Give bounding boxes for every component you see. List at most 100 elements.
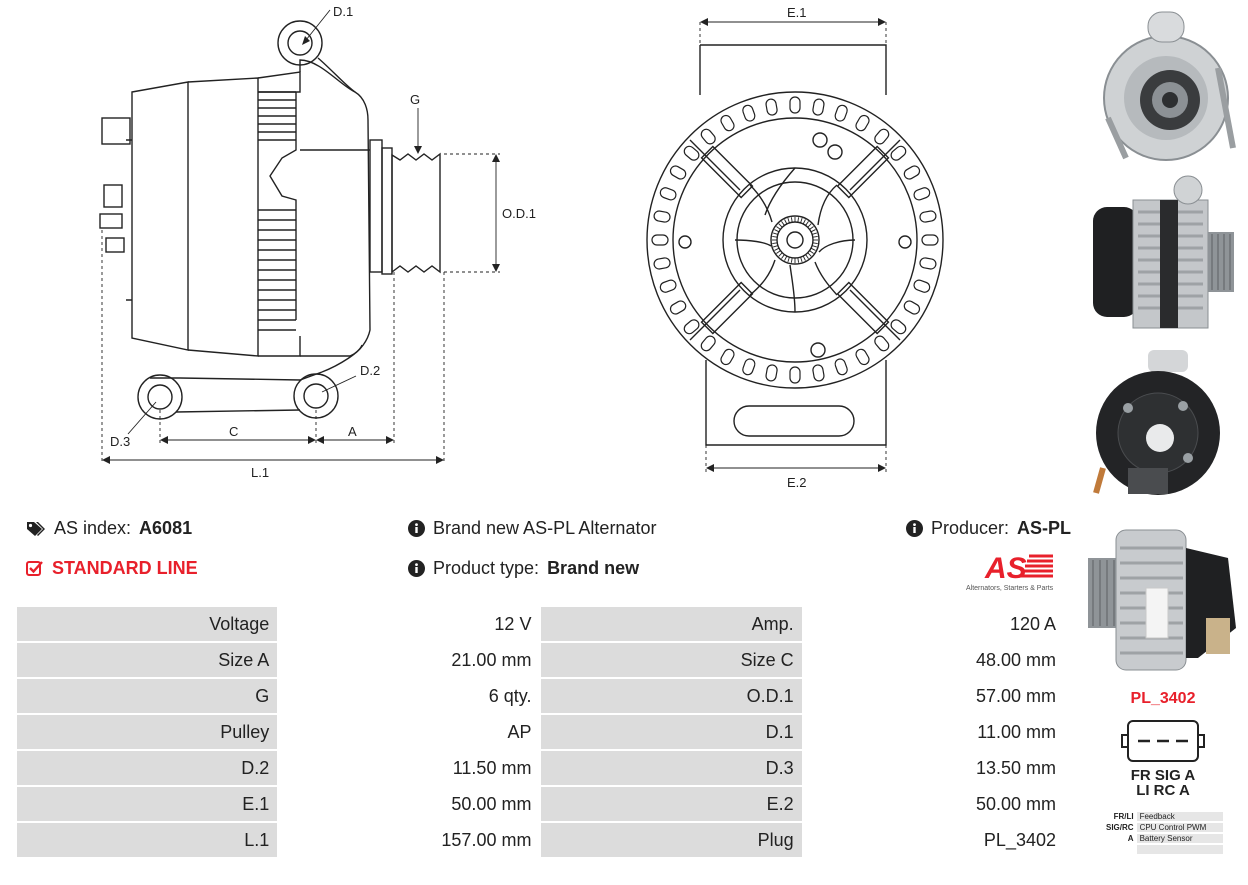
cooling-slot — [919, 257, 937, 270]
l1-label: L.1 — [251, 465, 269, 480]
spec-value: AP — [279, 715, 540, 749]
standard-line-badge: STANDARD LINE — [26, 558, 198, 579]
product-type-label: Product type: — [433, 558, 540, 578]
logo-tagline: Alternators, Starters & Parts — [966, 585, 1054, 592]
cooling-slot — [890, 145, 907, 161]
legend-desc: Battery Sensor — [1136, 834, 1223, 843]
cooling-slot — [890, 319, 907, 335]
cooling-slot — [742, 358, 756, 376]
cooling-slot — [919, 210, 937, 223]
cooling-slot — [700, 335, 716, 352]
gear-tooth — [778, 252, 783, 257]
gear-tooth — [772, 245, 779, 248]
cooling-slot — [765, 98, 778, 116]
info-icon — [408, 520, 425, 537]
cooling-slot — [765, 364, 778, 382]
cooling-slot — [834, 358, 848, 376]
cooling-slot — [659, 279, 677, 293]
spec-label: D.2 — [17, 751, 278, 785]
gear-tooth — [787, 217, 790, 224]
legend-row — [1103, 845, 1223, 854]
gear-tooth — [800, 217, 803, 224]
gear-tooth — [805, 221, 809, 226]
gear-tooth — [802, 255, 806, 261]
gear-tooth — [772, 235, 778, 238]
gear-tooth — [797, 217, 800, 223]
gear-tooth — [776, 250, 781, 254]
spec-value: 50.00 mm — [279, 787, 540, 821]
plug-pins-top: FR SIG A — [1130, 767, 1196, 784]
product-photo-front — [1103, 11, 1236, 161]
plug-title: PL_3402 — [1130, 690, 1196, 707]
spec-value: 21.00 mm — [279, 643, 540, 677]
gear-tooth — [772, 242, 778, 245]
spec-label: O.D.1 — [541, 679, 802, 713]
legend-key: SIG/RC — [1103, 823, 1137, 832]
gear-tooth — [809, 250, 814, 254]
cooling-slot — [653, 210, 671, 223]
cooling-slot — [720, 348, 735, 366]
gear-tooth — [810, 229, 816, 233]
info-icon — [408, 560, 425, 577]
d2-label: D.2 — [360, 363, 380, 378]
gear-tooth — [772, 232, 779, 235]
spec-value: 157.00 mm — [279, 823, 540, 857]
c-label: C — [229, 424, 238, 439]
brand-text: Brand new AS-PL Alternator — [433, 518, 657, 538]
d1-label: D.1 — [333, 4, 353, 19]
gear-tooth — [810, 247, 816, 251]
logo-text: AS — [984, 552, 1027, 585]
gear-tooth — [778, 223, 783, 228]
spec-label: L.1 — [17, 823, 278, 857]
producer-value: AS-PL — [1017, 518, 1072, 538]
cooling-slot — [812, 98, 825, 116]
gear-tooth — [790, 257, 793, 263]
d3-label: D.3 — [110, 434, 130, 449]
brand-info: Brand new AS-PL Alternator — [408, 518, 656, 539]
spec-value: 12 V — [279, 607, 540, 641]
cooling-slot — [874, 335, 890, 352]
cooling-slot — [913, 279, 931, 293]
legend-desc — [1136, 845, 1223, 854]
as-index-label: AS index: — [54, 518, 132, 538]
gear-tooth — [784, 255, 788, 261]
as-index-value: A6081 — [139, 518, 193, 538]
spec-label: E.2 — [541, 787, 802, 821]
cooling-slot — [669, 165, 687, 180]
cooling-slot — [789, 96, 801, 114]
gear-tooth — [787, 256, 790, 263]
legend-desc: CPU Control PWM — [1136, 823, 1223, 832]
spec-value: 50.00 mm — [803, 787, 1064, 821]
cooling-slot — [742, 104, 756, 122]
gear-tooth — [812, 235, 818, 238]
product-photo-rear — [1093, 350, 1220, 495]
spec-label: Pulley — [17, 715, 278, 749]
a-label: A — [348, 424, 357, 439]
gear-tooth — [811, 245, 818, 248]
legend-key — [1103, 845, 1137, 854]
side-view-drawing: D.1 G O.D.1 D.2 D.3 C A L.1 — [99, 4, 536, 480]
spec-value: PL_3402 — [803, 823, 1064, 857]
as-index: AS index: A6081 — [26, 518, 192, 539]
cooling-slot — [683, 145, 700, 161]
spec-value: 11.00 mm — [803, 715, 1064, 749]
cooling-slot — [653, 257, 671, 270]
cooling-slot — [903, 300, 921, 315]
gear-tooth — [774, 247, 780, 251]
product-type: Product type: Brand new — [408, 558, 639, 579]
plug-pins-bottom: LI RC A — [1136, 782, 1190, 799]
spec-value: 13.50 mm — [803, 751, 1064, 785]
producer-label: Producer: — [931, 518, 1010, 538]
gear-tooth — [807, 252, 812, 257]
cooling-slot — [855, 348, 870, 366]
spec-label: Plug — [541, 823, 802, 857]
spec-label: D.3 — [541, 751, 802, 785]
